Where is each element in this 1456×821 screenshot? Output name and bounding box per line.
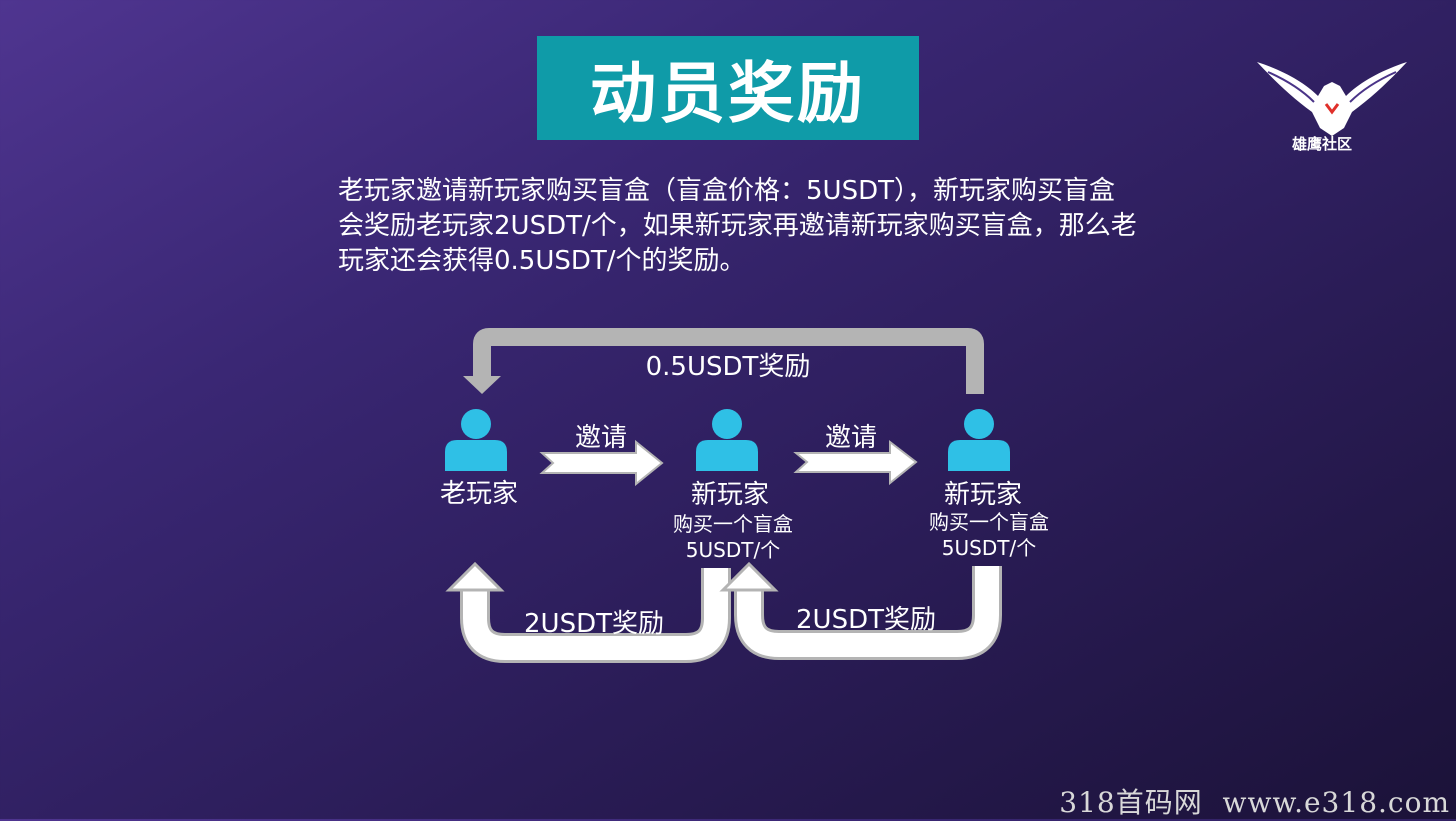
page-title: 动员奖励 (590, 55, 866, 132)
invite-arrow-2 (793, 439, 918, 486)
node-label: 新玩家 (944, 480, 1022, 510)
node-sub-label: 购买一个盲盒 (929, 510, 1049, 534)
top-reward-label: 0.5USDT奖励 (646, 352, 811, 382)
new-player-icon (696, 409, 758, 471)
top-reward-arrow (463, 328, 984, 394)
invite-arrow-1 (539, 439, 664, 487)
eagle-logo-icon (1257, 62, 1407, 136)
bottom-reward-arrow-left (445, 561, 731, 663)
node-sub-label: 购买一个盲盒 (673, 512, 793, 536)
intro-line: 会奖励老玩家2USDT/个，如果新玩家再邀请新玩家购买盲盒，那么老 (338, 211, 1137, 241)
node-label: 老玩家 (440, 479, 518, 509)
intro-line: 玩家还会获得0.5USDT/个的奖励。 (338, 246, 746, 276)
node-label: 新玩家 (691, 480, 769, 510)
old-player-icon (445, 409, 507, 471)
node-sub-label: 5USDT/个 (942, 536, 1036, 560)
new-player-icon (948, 409, 1010, 471)
intro-line: 老玩家邀请新玩家购买盲盒（盲盒价格：5USDT），新玩家购买盲盒 (338, 176, 1115, 206)
title-banner: 动员奖励 (537, 36, 919, 140)
bottom-reward-label: 2USDT奖励 (796, 605, 936, 635)
invite-label: 邀请 (825, 423, 877, 453)
bottom-reward-label: 2USDT奖励 (524, 609, 664, 639)
invite-label: 邀请 (575, 423, 627, 453)
bottom-reward-arrow-right (719, 561, 1002, 660)
node-sub-label: 5USDT/个 (686, 538, 780, 562)
logo-text: 雄鹰社区 (1291, 135, 1352, 153)
intro-paragraph: 老玩家邀请新玩家购买盲盒（盲盒价格：5USDT），新玩家购买盲盒 会奖励老玩家2… (338, 174, 1198, 279)
watermark: 318首码网 www.e318.com (1059, 786, 1450, 819)
